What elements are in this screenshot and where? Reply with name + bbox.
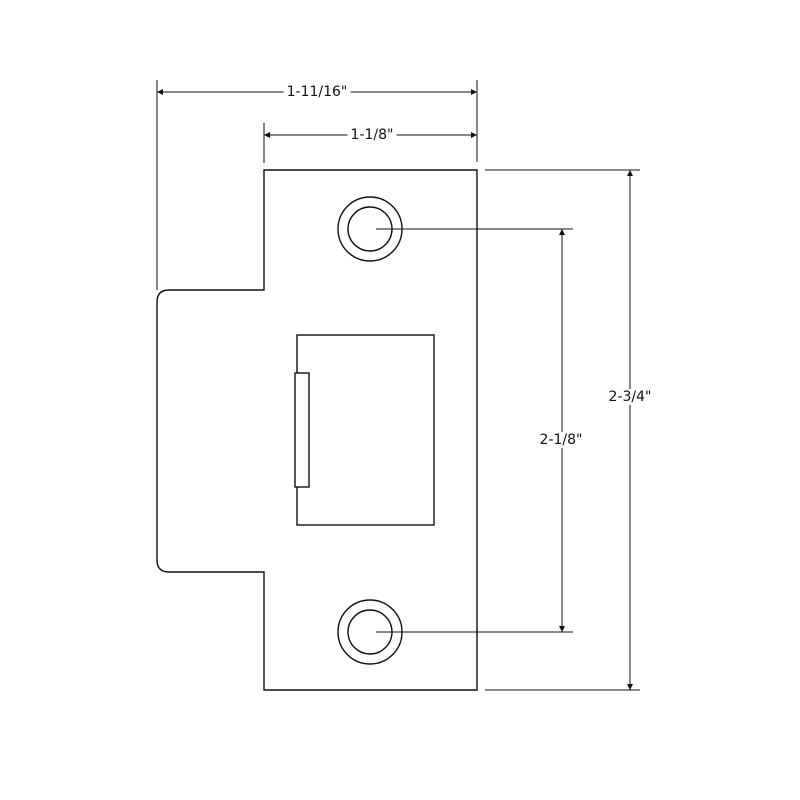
plate-height-label: 2-3/4" — [605, 389, 655, 405]
latch-opening — [296, 334, 435, 526]
plate-width-label: 1-1/8" — [347, 127, 397, 143]
hole-spacing-label: 2-1/8" — [536, 432, 586, 448]
latch-lip — [294, 372, 310, 488]
strike-plate-outline — [156, 169, 478, 691]
overall-width-label: 1-11/16" — [283, 84, 351, 100]
